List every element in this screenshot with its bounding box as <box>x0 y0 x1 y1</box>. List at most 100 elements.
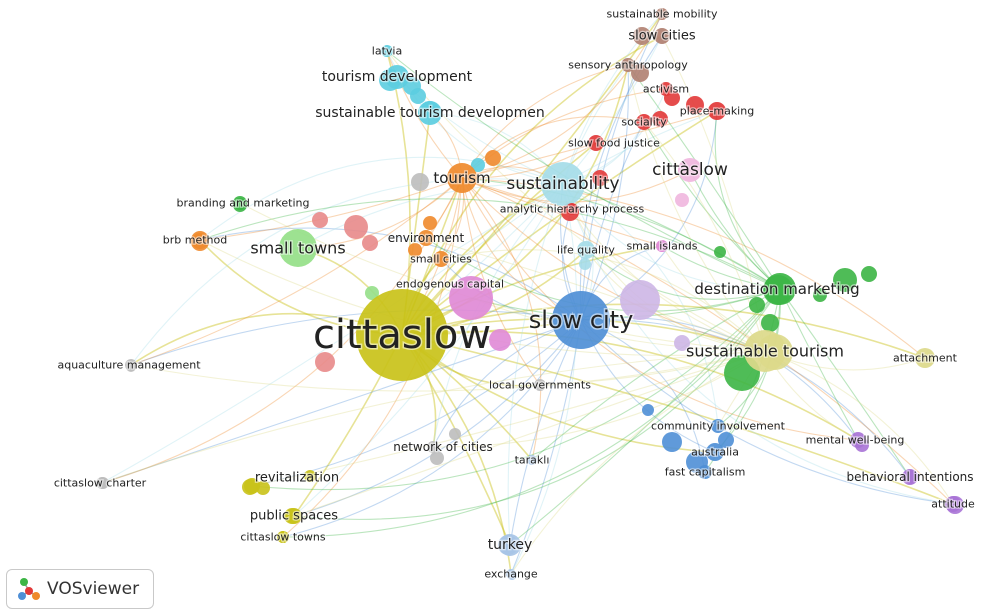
node-exchange[interactable] <box>506 569 516 579</box>
node-bubble[interactable] <box>315 352 335 372</box>
node-bubble[interactable] <box>423 216 437 230</box>
node-sustainability[interactable] <box>541 162 585 206</box>
node-place-making[interactable] <box>708 102 726 120</box>
node-bubble[interactable] <box>489 329 511 351</box>
link <box>293 350 766 517</box>
node-mental-well-being[interactable] <box>850 432 866 448</box>
node-environment[interactable] <box>418 230 434 246</box>
node-bubble[interactable] <box>304 470 316 482</box>
link <box>779 288 911 478</box>
node-tourism[interactable] <box>447 163 477 193</box>
node-bubble[interactable] <box>631 64 649 82</box>
node-revitalization[interactable] <box>244 478 260 494</box>
node-slow-cities[interactable] <box>654 28 670 44</box>
node-bubble[interactable] <box>620 280 660 320</box>
node-sustainable-tourism[interactable] <box>744 330 786 372</box>
link <box>130 309 582 366</box>
node-bubble[interactable] <box>861 266 877 282</box>
node-sensory-anthropology[interactable] <box>621 58 635 72</box>
node-branding-and-marketing[interactable] <box>233 196 247 210</box>
node-bubble[interactable] <box>592 170 608 186</box>
node-bubble[interactable] <box>761 314 779 332</box>
node-bubble[interactable] <box>633 27 651 45</box>
node-attitude[interactable] <box>945 496 961 512</box>
node-bubble[interactable] <box>714 246 726 258</box>
node-sustainable-mobility[interactable] <box>656 8 668 20</box>
node-cittaslow-accent[interactable] <box>678 158 702 182</box>
node-bubble[interactable] <box>312 212 328 228</box>
node-slow-city[interactable] <box>552 291 610 349</box>
link <box>461 177 954 505</box>
node-analytic-hierarchy-process[interactable] <box>566 203 578 215</box>
node-bubble[interactable] <box>642 404 654 416</box>
node-bubble[interactable] <box>449 428 461 440</box>
node-tarakli[interactable] <box>527 455 537 465</box>
node-network-of-cities[interactable] <box>427 441 439 453</box>
node-bubble[interactable] <box>662 432 682 452</box>
label-environment: environment <box>388 231 465 245</box>
link <box>509 288 781 546</box>
node-aquaculture-management[interactable] <box>125 359 137 371</box>
node-bubble[interactable] <box>813 288 827 302</box>
label-network-of-cities: network of cities <box>393 440 493 454</box>
node-bubble[interactable] <box>674 335 690 351</box>
node-attachment[interactable] <box>915 348 935 368</box>
node-behavioral-intentions[interactable] <box>902 469 918 485</box>
node-small-islands[interactable] <box>656 240 668 252</box>
node-endogenous-capital[interactable] <box>449 276 493 320</box>
node-bubble[interactable] <box>411 173 429 191</box>
node-bubble[interactable] <box>718 432 734 448</box>
node-cittaslow-towns[interactable] <box>277 531 289 543</box>
node-turkey[interactable] <box>499 534 521 556</box>
label-local-governments: local governments <box>489 379 591 392</box>
vosviewer-badge[interactable]: VOSviewer <box>6 569 154 609</box>
node-bubble[interactable] <box>410 88 426 104</box>
link <box>627 64 766 352</box>
node-bubble[interactable] <box>408 243 422 257</box>
node-small-towns[interactable] <box>279 229 317 267</box>
node-community-involvement[interactable] <box>711 419 725 433</box>
node-local-governments[interactable] <box>534 379 546 391</box>
node-life-quality[interactable] <box>577 241 595 259</box>
node-bubble[interactable] <box>749 297 765 313</box>
link <box>425 237 766 352</box>
link <box>251 288 781 491</box>
label-slow-cities: slow cities <box>628 29 696 44</box>
node-slow-food-justice[interactable] <box>588 135 604 151</box>
node-cittaslow-charter[interactable] <box>96 477 108 489</box>
node-bubble[interactable] <box>430 451 444 465</box>
link <box>101 183 564 484</box>
node-small-cities[interactable] <box>433 251 449 267</box>
node-bubble[interactable] <box>833 268 857 292</box>
node-destination-marketing[interactable] <box>764 273 796 305</box>
node-bubble[interactable] <box>362 235 378 251</box>
node-brb-method[interactable] <box>191 231 209 249</box>
node-sustainable-tourism-development[interactable] <box>418 101 442 125</box>
node-bubble[interactable] <box>675 193 689 207</box>
link <box>101 319 582 484</box>
link <box>461 177 542 461</box>
node-bubble[interactable] <box>344 215 368 239</box>
node-australia[interactable] <box>706 443 724 461</box>
node-bubble[interactable] <box>485 150 501 166</box>
node-public-spaces[interactable] <box>286 508 302 524</box>
label-exchange: exchange <box>484 568 538 581</box>
node-bubble[interactable] <box>471 158 485 172</box>
node-bubble[interactable] <box>686 96 704 114</box>
link <box>282 288 781 538</box>
node-fast-capitalism[interactable] <box>698 465 712 479</box>
node-latvia[interactable] <box>381 45 393 57</box>
vosviewer-logo-icon <box>18 578 40 600</box>
node-cittaslow[interactable] <box>356 289 448 381</box>
label-revitalization: revitalization <box>255 471 339 486</box>
link <box>293 288 781 520</box>
node-activism[interactable] <box>659 82 673 96</box>
node-tourism-development[interactable] <box>385 65 409 89</box>
label-attitude: attitude <box>931 498 975 511</box>
node-bubble[interactable] <box>365 286 379 300</box>
link <box>461 13 663 179</box>
link <box>689 169 781 290</box>
node-sociality[interactable] <box>636 114 652 130</box>
node-bubble[interactable] <box>652 111 668 127</box>
node-bubble[interactable] <box>579 258 591 270</box>
